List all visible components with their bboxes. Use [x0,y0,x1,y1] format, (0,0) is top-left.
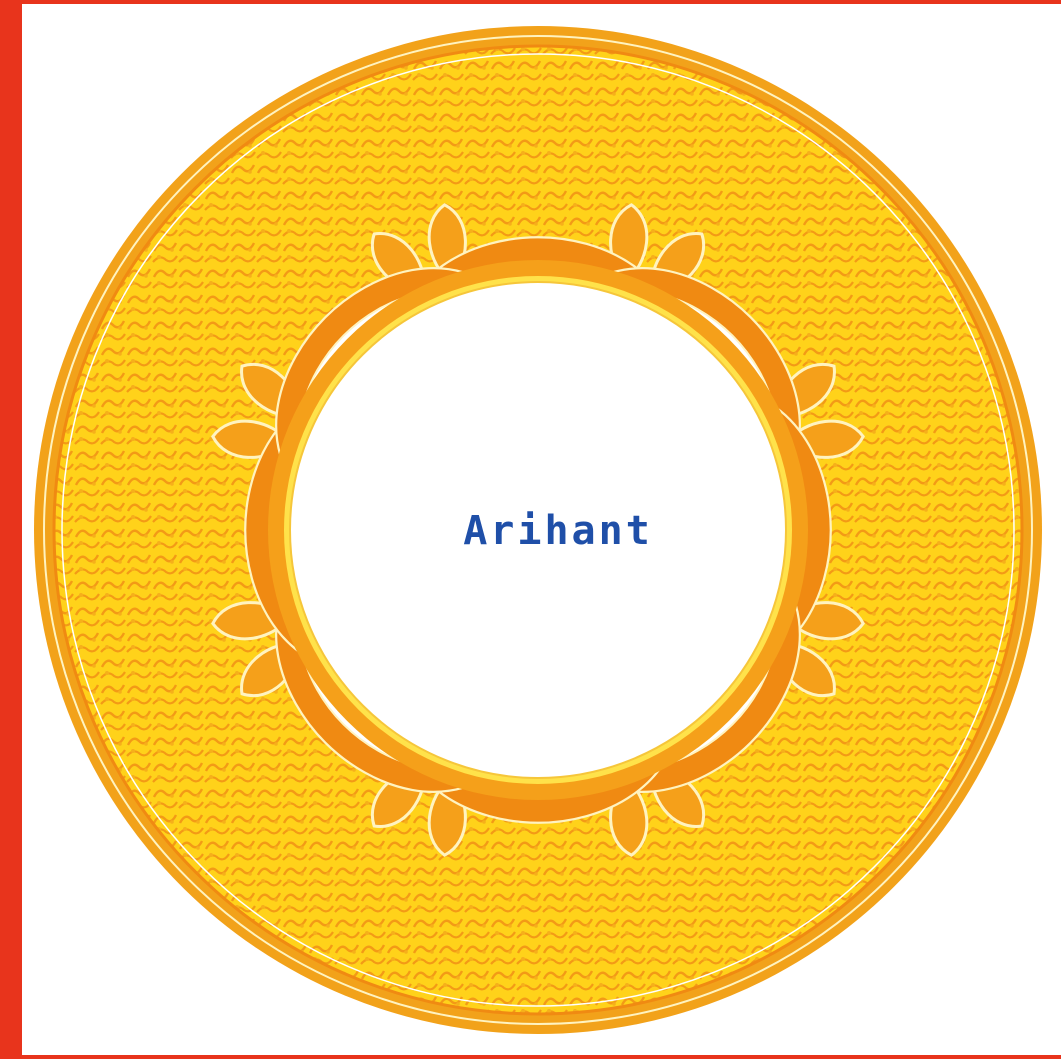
frame-border-left [0,0,22,1059]
center-label: Arihant [463,508,653,554]
navpad-diagram: SiddhDarshanAcaharyaGynanUpadhyaCharitra… [22,4,1061,1055]
frame-border-bottom [0,1055,1061,1059]
